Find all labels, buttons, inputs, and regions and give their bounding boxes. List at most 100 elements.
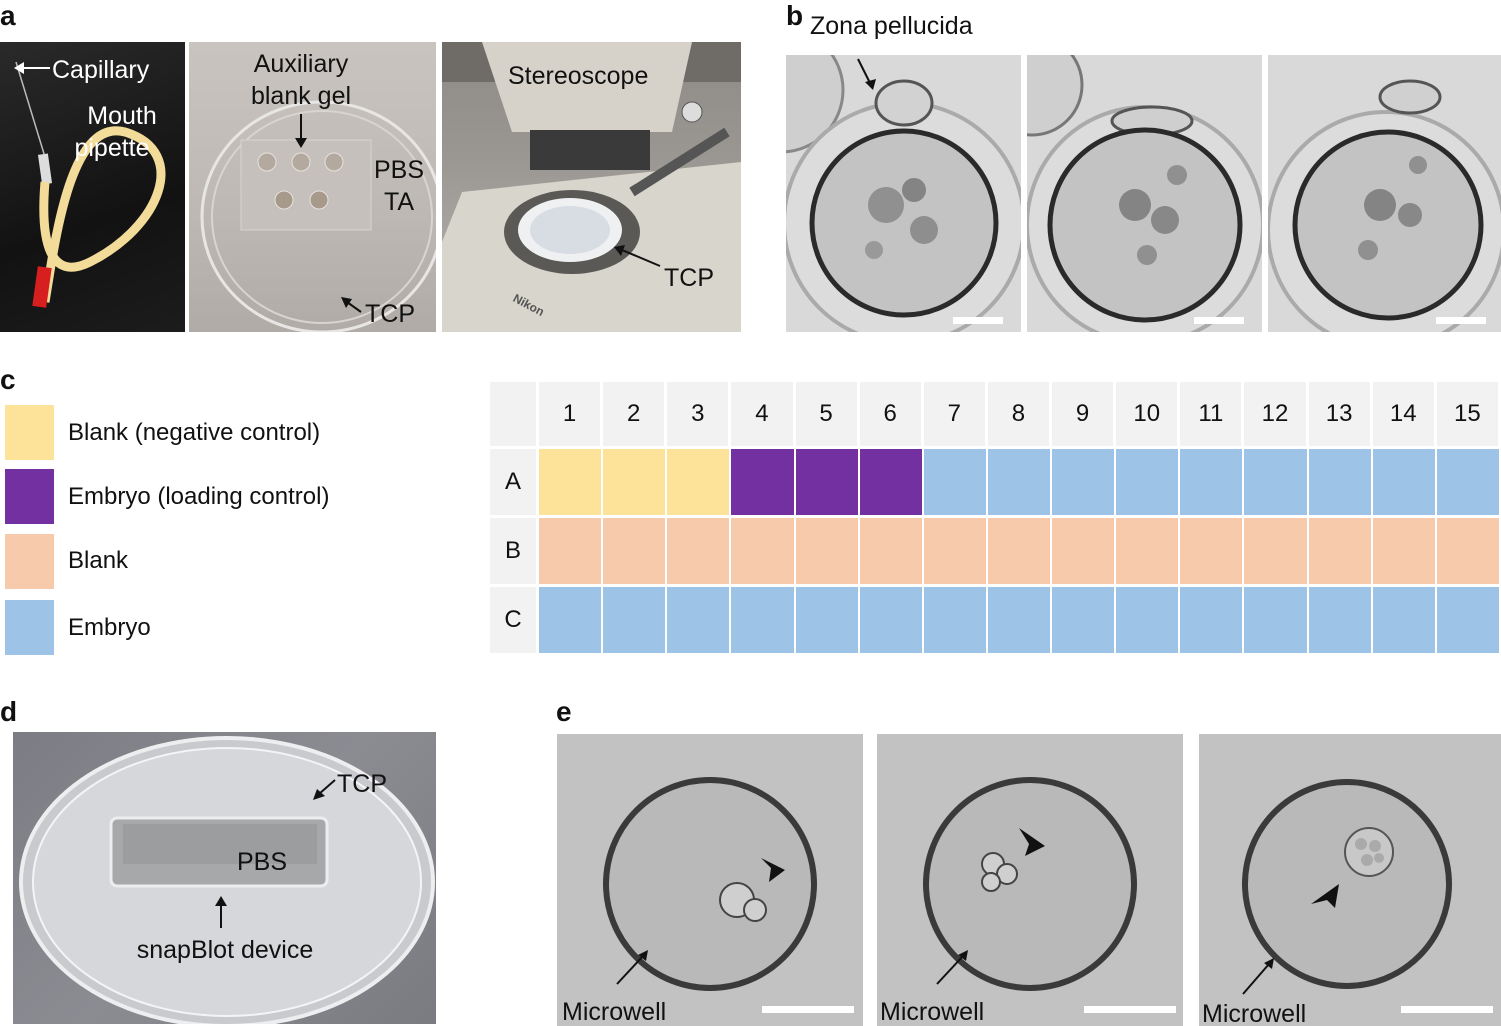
microwell-2 xyxy=(923,777,1137,991)
well-cell xyxy=(1180,518,1243,584)
well-cell xyxy=(667,449,730,515)
well-cell xyxy=(539,518,602,584)
oocyte-image-2 xyxy=(1027,55,1262,332)
well-cell xyxy=(1308,518,1371,584)
snapblot-device-label: snapBlot device xyxy=(136,936,314,964)
mouth-pipette-photo: Capillary Mouth pipette xyxy=(0,42,185,332)
well-cell xyxy=(923,518,986,584)
panel-label-e: e xyxy=(556,696,572,727)
oocyte-image-3 xyxy=(1268,55,1501,332)
well-cell xyxy=(1436,587,1499,653)
oocyte-1 xyxy=(786,55,1021,332)
legend-label-embryo-loading: Embryo (loading control) xyxy=(68,483,330,510)
well-cell xyxy=(731,587,794,653)
well-cell xyxy=(987,518,1051,584)
column-header: 6 xyxy=(859,382,921,446)
well-cell xyxy=(859,518,922,584)
column-header: 12 xyxy=(1244,382,1306,446)
tcp-label-a2: TCP xyxy=(365,300,415,328)
well-cell xyxy=(1436,518,1499,584)
microwell-label: Microwell xyxy=(1202,1000,1307,1026)
well-cell xyxy=(1244,587,1307,653)
column-header: 8 xyxy=(987,382,1050,446)
well-cell xyxy=(795,449,858,515)
dish-illustration xyxy=(200,100,436,332)
zona-pellucida-label: Zona pellucida xyxy=(810,12,973,40)
panel-label-b: b xyxy=(786,0,804,31)
column-header: 7 xyxy=(923,382,985,446)
mouth-label: Mouth xyxy=(87,102,157,130)
well-cell xyxy=(1180,587,1243,653)
well-cell xyxy=(1372,587,1435,653)
blank-gel-label: blank gel xyxy=(250,82,352,110)
well-cell xyxy=(1116,518,1179,584)
column-header: 1 xyxy=(539,382,601,446)
well-cell xyxy=(1372,449,1435,515)
well-cell xyxy=(1180,449,1243,515)
scale-bar xyxy=(1194,317,1244,324)
well-cell xyxy=(923,449,986,515)
well-cell xyxy=(539,449,602,515)
legend-label-blank: Blank xyxy=(68,547,129,574)
oocyte-3 xyxy=(1268,79,1501,332)
column-header: 9 xyxy=(1052,382,1114,446)
grid-corner xyxy=(490,382,536,446)
oocyte-2 xyxy=(1027,55,1262,332)
well-cell xyxy=(859,587,922,653)
row-label: A xyxy=(490,449,536,515)
microwell-image-3: Microwell xyxy=(1199,734,1501,1026)
well-cell xyxy=(987,587,1051,653)
microwell-label: Microwell xyxy=(880,998,985,1026)
well-cell xyxy=(539,587,602,653)
auxiliary-gel-photo: Auxiliary blank gel PBS TA TCP xyxy=(189,42,436,332)
column-header: 14 xyxy=(1372,382,1434,446)
well-cell xyxy=(1052,449,1115,515)
well-cell xyxy=(795,587,858,653)
legend-swatch-blank-negative xyxy=(5,405,54,460)
well-cell xyxy=(859,449,922,515)
pipette-label: pipette xyxy=(74,134,150,162)
pbs-label: PBS xyxy=(373,156,425,184)
scale-bar xyxy=(1436,317,1486,324)
well-cell xyxy=(1116,587,1179,653)
column-header: 3 xyxy=(667,382,729,446)
column-header: 11 xyxy=(1180,382,1242,446)
column-header: 4 xyxy=(731,382,793,446)
scale-bar xyxy=(953,317,1003,324)
well-cell xyxy=(1052,518,1115,584)
snapblot-illustration xyxy=(19,736,435,1024)
well-cell xyxy=(1372,518,1435,584)
microwell-3 xyxy=(1242,779,1452,995)
well-cell xyxy=(603,587,666,653)
well-cell xyxy=(667,518,730,584)
well-cell xyxy=(1244,518,1307,584)
legend-swatch-blank xyxy=(5,534,54,589)
stereoscope-illustration xyxy=(442,42,741,332)
column-header: 13 xyxy=(1308,382,1370,446)
stereoscope-label: Stereoscope xyxy=(508,62,649,90)
capillary-label: Capillary xyxy=(52,56,150,84)
legend-swatch-embryo-loading xyxy=(5,469,54,524)
well-cell xyxy=(1436,449,1499,515)
column-header: 2 xyxy=(603,382,665,446)
panel-label-c: c xyxy=(0,364,16,395)
legend-swatch-embryo xyxy=(5,600,54,655)
tcp-label-d: TCP xyxy=(337,770,387,798)
column-header: 15 xyxy=(1436,382,1498,446)
ta-label: TA xyxy=(383,188,415,216)
well-cell xyxy=(603,449,666,515)
column-header: 5 xyxy=(795,382,857,446)
well-cell xyxy=(1052,587,1115,653)
snapblot-photo: TCP PBS snapBlot device xyxy=(13,732,436,1024)
column-header: 10 xyxy=(1116,382,1178,446)
panel-label-a: a xyxy=(0,0,16,31)
legend-label-blank-negative: Blank (negative control) xyxy=(68,419,321,446)
tcp-label-a3: TCP xyxy=(664,264,714,292)
well-cell xyxy=(795,518,858,584)
auxiliary-label: Auxiliary xyxy=(253,50,349,78)
well-cell xyxy=(1308,449,1371,515)
microwell-1 xyxy=(603,777,817,991)
stereoscope-photo: Stereoscope TCP Nikon xyxy=(442,42,741,332)
well-cell xyxy=(731,518,794,584)
